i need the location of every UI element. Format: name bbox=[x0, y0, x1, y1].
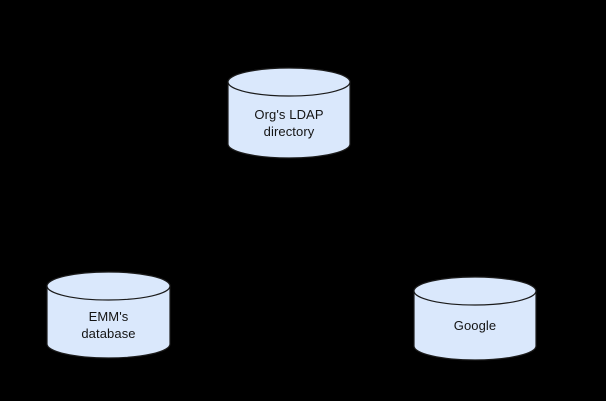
database-node-google[interactable]: Google bbox=[413, 276, 537, 361]
database-node-ldap[interactable]: Org's LDAP directory bbox=[227, 67, 351, 159]
database-cylinder-icon bbox=[413, 276, 537, 361]
database-cylinder-icon bbox=[46, 271, 171, 359]
database-cylinder-icon bbox=[227, 67, 351, 159]
database-node-emm[interactable]: EMM's database bbox=[46, 271, 171, 359]
